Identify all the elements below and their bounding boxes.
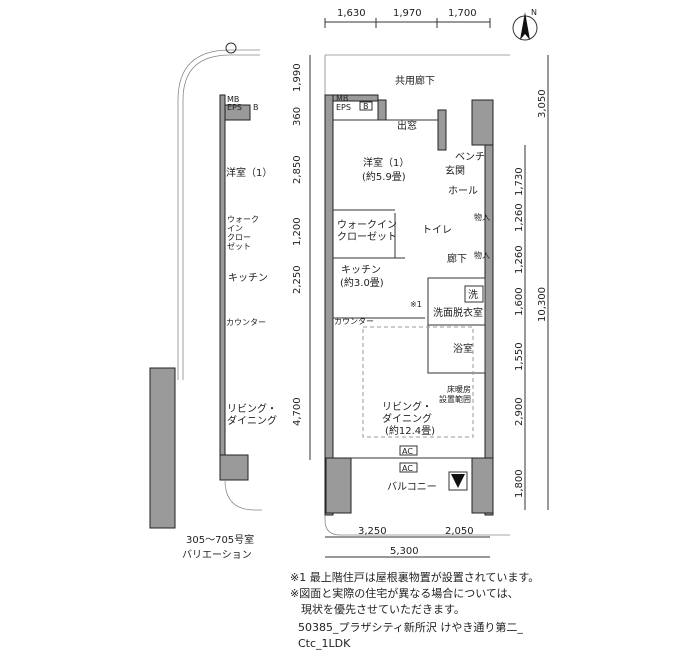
svg-text:トイレ: トイレ	[422, 225, 452, 236]
svg-text:(約3.0畳): (約3.0畳)	[340, 276, 384, 289]
svg-text:イン: イン	[227, 224, 243, 233]
svg-text:1,800: 1,800	[514, 469, 525, 498]
svg-text:リビング・: リビング・	[227, 402, 277, 415]
svg-text:浴室: 浴室	[453, 342, 473, 355]
svg-text:バルコニー: バルコニー	[387, 481, 437, 493]
svg-text:(約5.9畳): (約5.9畳)	[362, 170, 406, 183]
notes: ※1 最上階住戸は屋根裏物置が設置されています。 ※図面と実際の住宅が異なる場合…	[290, 570, 539, 618]
svg-text:3,050: 3,050	[537, 89, 548, 118]
svg-text:360: 360	[292, 107, 303, 126]
svg-text:洋室（1）: 洋室（1）	[226, 166, 272, 179]
svg-text:1,550: 1,550	[514, 342, 525, 371]
svg-text:カウンター: カウンター	[226, 318, 266, 327]
svg-text:洗: 洗	[468, 289, 478, 301]
svg-text:1,260: 1,260	[514, 245, 525, 274]
svg-text:ホール: ホール	[448, 185, 478, 197]
svg-text:キッチン: キッチン	[228, 272, 268, 284]
left-dimensions: 1,990 360 2,850 1,200 2,250 4,700	[292, 55, 311, 460]
svg-text:設置範囲: 設置範囲	[439, 394, 471, 404]
svg-text:10,300: 10,300	[537, 287, 548, 322]
svg-text:ゼット: ゼット	[227, 241, 251, 251]
svg-text:1,630: 1,630	[337, 8, 366, 19]
svg-text:N: N	[531, 8, 537, 17]
svg-text:カウンター: カウンター	[334, 317, 374, 326]
svg-text:2,850: 2,850	[292, 155, 303, 184]
svg-text:ベンチ: ベンチ	[455, 151, 485, 163]
svg-text:3,250: 3,250	[358, 526, 387, 537]
svg-text:EPS: EPS	[336, 103, 351, 112]
svg-text:EPS: EPS	[227, 103, 242, 112]
svg-text:ウォーク: ウォーク	[227, 215, 259, 224]
svg-text:洋室（1）: 洋室（1）	[363, 156, 409, 169]
note-line: ※図面と実際の住宅が異なる場合については、	[290, 587, 519, 600]
svg-text:1,260: 1,260	[514, 203, 525, 232]
svg-text:1,600: 1,600	[514, 287, 525, 316]
footer-line: 50385_プラザシティ新所沢 けやき通り第二_	[298, 621, 523, 634]
note-line: ※1 最上階住戸は屋根裏物置が設置されています。	[290, 571, 540, 584]
svg-text:物入: 物入	[474, 250, 490, 260]
footer-caption: 50385_プラザシティ新所沢 けやき通り第二_ Ctc_1LDK	[298, 620, 523, 650]
svg-text:出窓: 出窓	[397, 119, 417, 132]
svg-text:(約12.4畳): (約12.4畳)	[385, 424, 435, 437]
svg-text:ダイニング: ダイニング	[382, 412, 432, 425]
svg-text:バリエーション: バリエーション	[182, 549, 252, 561]
svg-text:2,050: 2,050	[445, 526, 474, 537]
variation-unit: MB EPS B 洋室（1） ウォーク イン クロー ゼット キッチン カウンタ…	[149, 42, 277, 561]
svg-text:ダイニング: ダイニング	[227, 414, 277, 427]
svg-text:AC: AC	[402, 447, 413, 456]
svg-text:共用廊下: 共用廊下	[395, 74, 435, 87]
svg-text:クロー: クロー	[227, 233, 251, 242]
svg-text:物入: 物入	[474, 212, 490, 222]
svg-text:305〜705号室: 305〜705号室	[186, 533, 254, 546]
footer-line: Ctc_1LDK	[298, 637, 351, 650]
svg-text:1,700: 1,700	[448, 8, 477, 19]
svg-text:MB: MB	[227, 95, 239, 104]
svg-text:洗面脱衣室: 洗面脱衣室	[433, 306, 483, 319]
svg-text:1,990: 1,990	[292, 63, 303, 92]
svg-text:1,970: 1,970	[393, 8, 422, 19]
svg-text:5,300: 5,300	[390, 546, 419, 557]
svg-text:床暖房: 床暖房	[447, 384, 471, 394]
svg-text:2,250: 2,250	[292, 265, 303, 294]
svg-text:B: B	[253, 103, 259, 112]
svg-text:4,700: 4,700	[292, 397, 303, 426]
svg-text:クローゼット: クローゼット	[337, 231, 397, 243]
bottom-dimensions: 3,250 2,050 5,300	[325, 526, 490, 558]
svg-text:キッチン: キッチン	[341, 264, 381, 276]
top-dimensions: 1,630 1,970 1,700	[324, 8, 491, 28]
svg-text:2,900: 2,900	[514, 397, 525, 426]
svg-text:MB: MB	[336, 94, 348, 103]
north-compass-icon: N	[512, 8, 538, 41]
note-line: 現状を優先させていただきます。	[290, 603, 465, 616]
svg-text:ウォークイン: ウォークイン	[337, 219, 397, 231]
svg-text:※1: ※1	[410, 300, 422, 309]
svg-text:リビング・: リビング・	[382, 400, 432, 413]
right-dimensions: 1,730 1,260 1,260 1,600 1,550 2,900 1,80…	[514, 55, 549, 510]
svg-text:廊下: 廊下	[447, 252, 467, 265]
main-unit: 共用廊下 MB EPS B 出窓 洋室（1） (約5.9畳) ベンチ 玄関 ホー…	[324, 54, 510, 536]
svg-text:1,200: 1,200	[292, 217, 303, 246]
svg-text:B: B	[363, 102, 369, 111]
svg-text:玄関: 玄関	[445, 164, 465, 177]
hatch-icon	[451, 474, 465, 488]
svg-text:1,730: 1,730	[514, 167, 525, 196]
svg-text:AC: AC	[402, 464, 413, 473]
